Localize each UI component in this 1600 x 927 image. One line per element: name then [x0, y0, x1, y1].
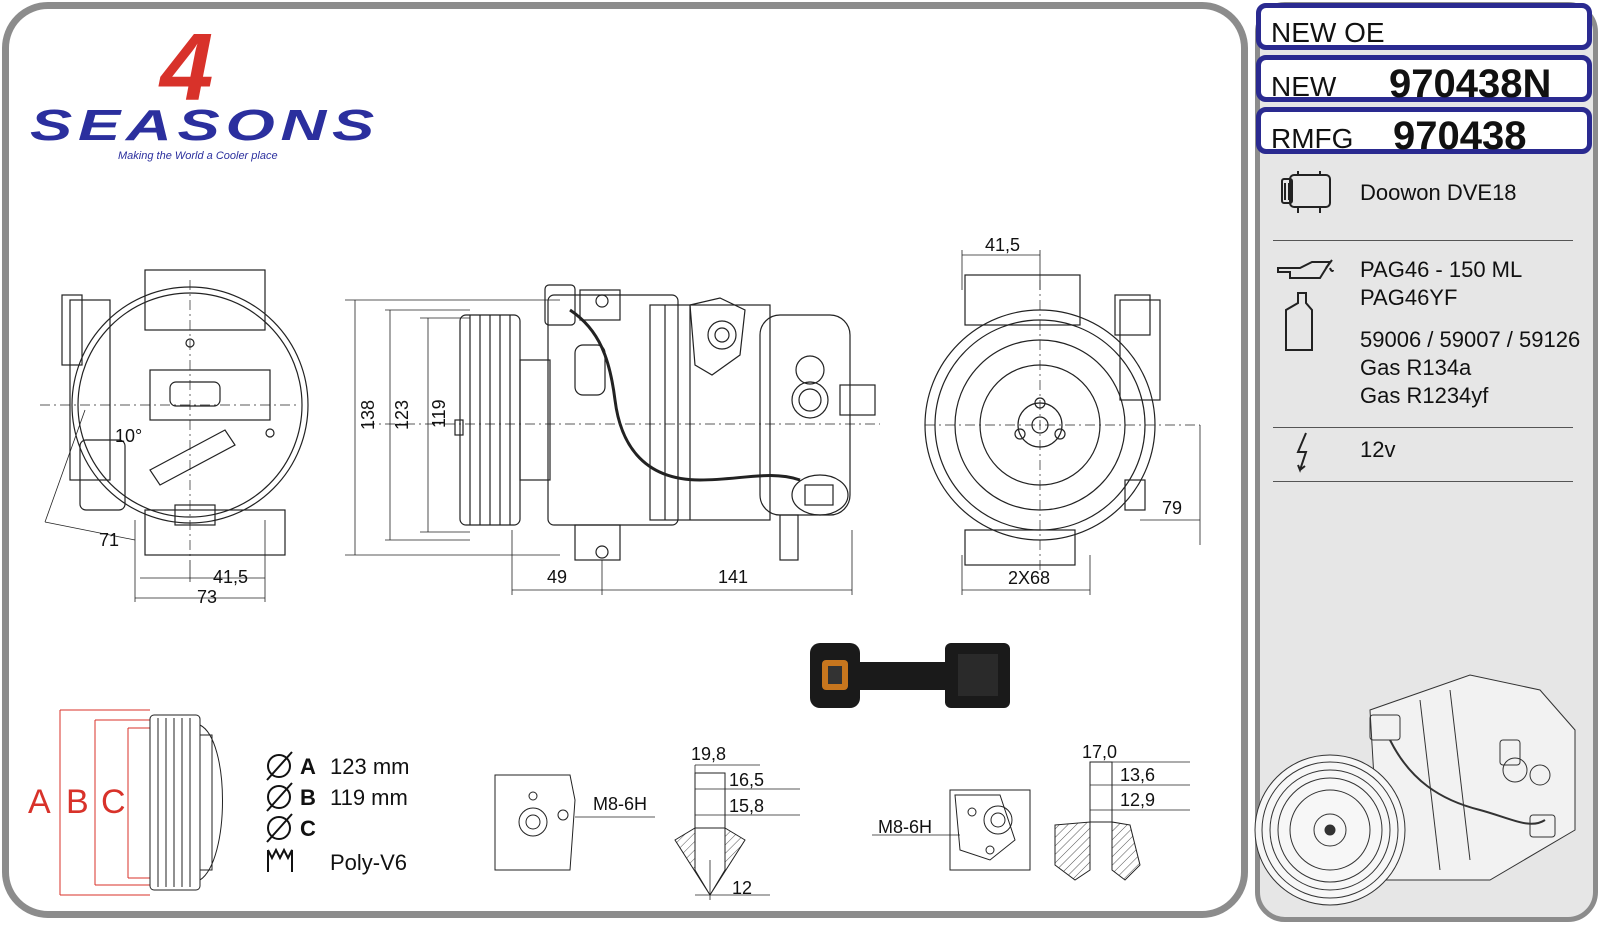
rear-view-drawing: [924, 250, 1201, 595]
legend-key-c: C: [300, 816, 316, 841]
pulley-label-c: C: [101, 783, 126, 821]
gas-type-1: Gas R134a: [1360, 355, 1472, 380]
port-2-thread: M8-6H: [878, 817, 932, 837]
dim-front-123: 123: [392, 400, 412, 430]
dim-front-49: 49: [547, 567, 567, 587]
dim-side-angle: 10°: [115, 426, 142, 446]
pulley-detail-drawing: [59, 709, 223, 896]
compressor-icon: [1281, 171, 1331, 213]
dim-rear-79: 79: [1162, 498, 1182, 518]
dim-front-141: 141: [718, 567, 748, 587]
new-oe-label: NEW OE: [1271, 17, 1385, 48]
port-1-thread-depth: 16,5: [729, 770, 764, 790]
compressor-illustration: [1254, 674, 1576, 906]
oil-type-2: PAG46YF: [1360, 285, 1458, 310]
port-2-depth: 17,0: [1082, 742, 1117, 762]
port-1-depth: 19,8: [691, 744, 726, 764]
pulley-label-a: A: [28, 783, 51, 821]
port-1-drawing: [494, 764, 800, 900]
divider: [1273, 427, 1573, 428]
lightning-icon: [1296, 432, 1308, 473]
legend-key-b: B: [300, 785, 316, 810]
side-view-drawing: [40, 269, 309, 602]
new-part-number: 970438N: [1389, 62, 1552, 106]
new-number-box: NEW 970438N: [1256, 55, 1592, 106]
pulley-label-b: B: [66, 783, 89, 821]
logo-tagline: Making the World a Cooler place: [118, 150, 278, 162]
dim-side-71: 71: [99, 530, 119, 550]
brand-logo: 4 SEASONS Making the World a Cooler plac…: [30, 14, 380, 162]
belt-type: Poly-V6: [330, 850, 407, 875]
dim-side-41-5: 41,5: [213, 567, 248, 587]
rmfg-label: RMFG: [1271, 123, 1354, 154]
port-2-thread-depth: 13,6: [1120, 765, 1155, 785]
dim-front-119: 119: [429, 399, 449, 428]
port-1-thread: M8-6H: [593, 794, 647, 814]
voltage-value: 12v: [1360, 437, 1396, 462]
port-1-hole-depth: 15,8: [729, 796, 764, 816]
oil-type-1: PAG46 - 150 ML: [1360, 257, 1523, 282]
oil-can-icon: [1277, 259, 1334, 279]
legend-value-b: 119 mm: [330, 785, 408, 810]
front-view-drawing: [345, 284, 880, 595]
compressor-model: Doowon DVE18: [1360, 180, 1517, 205]
port-2-drawing: [872, 761, 1190, 881]
rmfg-part-number: 970438: [1393, 114, 1527, 158]
dim-rear-2x68: 2X68: [1008, 568, 1050, 588]
port-2-hole-depth: 12,9: [1120, 790, 1155, 810]
poly-v-icon: [267, 847, 293, 872]
legend-key-a: A: [300, 754, 316, 779]
divider: [1273, 481, 1573, 482]
dim-side-73: 73: [197, 587, 217, 607]
diameter-icon: [266, 751, 293, 843]
logo-digit: 4: [158, 14, 213, 121]
new-oe-box: NEW OE: [1256, 3, 1592, 50]
electrical-connector-drawing: [810, 643, 1010, 708]
oil-bottle-icon: [1285, 292, 1313, 351]
legend-value-a: 123 mm: [330, 754, 409, 779]
logo-word: SEASONS: [30, 101, 380, 150]
dim-rear-41-5: 41,5: [985, 235, 1020, 255]
divider: [1273, 240, 1573, 241]
rmfg-number-box: RMFG 970438: [1256, 107, 1592, 158]
new-label: NEW: [1271, 71, 1337, 102]
dim-front-138: 138: [358, 400, 378, 430]
gas-type-2: Gas R1234yf: [1360, 383, 1489, 408]
oil-references: 59006 / 59007 / 59126: [1360, 327, 1581, 352]
port-1-diameter: 12: [732, 878, 752, 898]
